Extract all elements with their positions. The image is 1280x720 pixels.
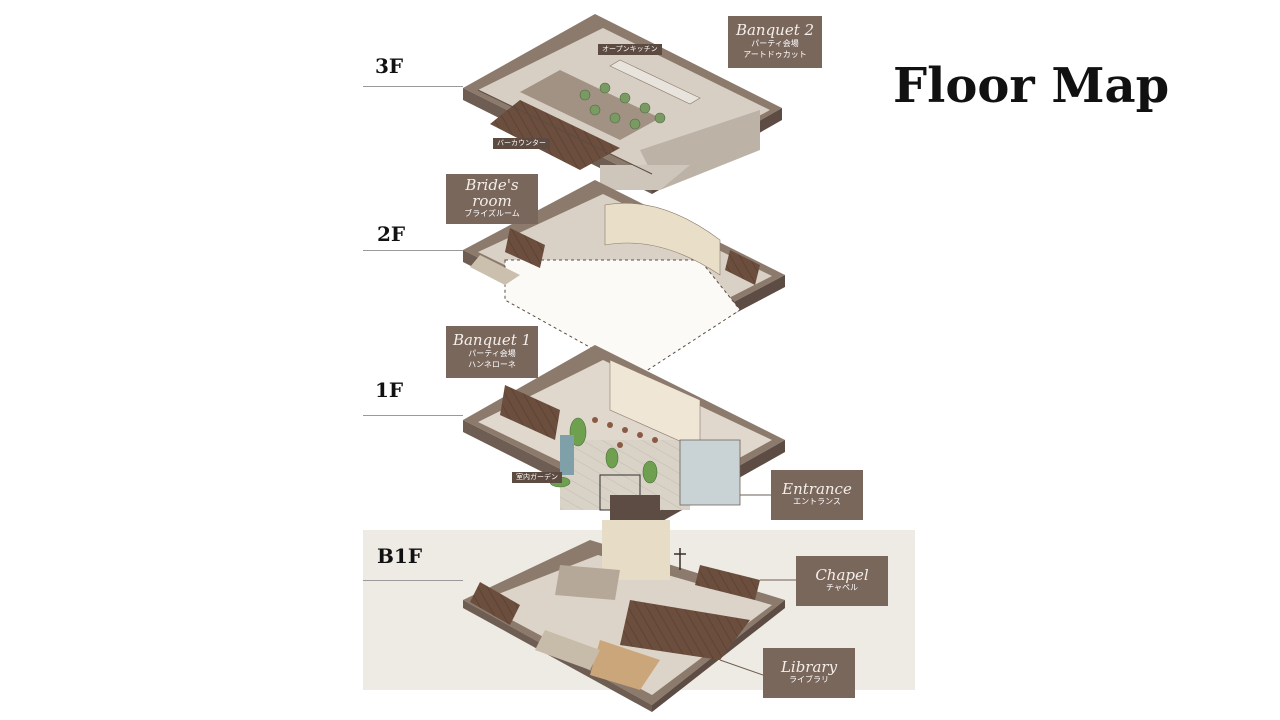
- room-tag-script: Banquet 2: [735, 21, 815, 40]
- room-tag-entrance[interactable]: Entrance エントランス: [771, 470, 863, 520]
- area-label-bar-counter: バーカウンター: [493, 138, 550, 150]
- floor-b1f-illustration: [463, 520, 785, 712]
- room-tag-line: パーティ会場: [751, 39, 799, 49]
- room-tag-line: ライブラリ: [789, 675, 829, 685]
- floor-rule-3f: [363, 86, 463, 87]
- floor-2f-illustration: [463, 180, 785, 376]
- room-tag-line: チャペル: [826, 583, 858, 593]
- room-tag-line: エントランス: [793, 497, 841, 507]
- room-tag-line: ハンネローネ: [468, 359, 516, 369]
- room-tag-line: アートドゥカット: [743, 49, 807, 59]
- room-tag-line: パーティ会場: [468, 349, 516, 359]
- page-title: Floor Map: [893, 58, 1170, 114]
- room-tag-banquet1[interactable]: Banquet 1 パーティ会場 ハンネローネ: [446, 326, 538, 378]
- room-tag-script: Bride's room: [465, 175, 519, 210]
- floor-rule-2f: [363, 250, 463, 251]
- floor-3f-illustration: [463, 14, 782, 194]
- floor-label-3f: 3F: [375, 54, 404, 78]
- floor-1f-illustration: [463, 345, 785, 527]
- room-tag-script: Banquet 1: [452, 331, 532, 350]
- room-tag-script: Entrance: [782, 479, 852, 498]
- room-tag-library[interactable]: Library ライブラリ: [763, 648, 855, 698]
- floor-rule-b1f: [363, 580, 463, 581]
- room-tag-brides-room[interactable]: Bride's room ブライズルーム: [446, 174, 538, 224]
- room-tag-chapel[interactable]: Chapel チャペル: [796, 556, 888, 606]
- area-label-indoor-garden: 室内ガーデン: [512, 472, 562, 484]
- room-tag-line: ブライズルーム: [464, 209, 520, 219]
- room-tag-banquet2[interactable]: Banquet 2 パーティ会場 アートドゥカット: [728, 16, 822, 68]
- floor-rule-1f: [363, 415, 463, 416]
- floor-label-1f: 1F: [375, 378, 404, 402]
- room-tag-script: Library: [780, 657, 838, 676]
- floor-label-b1f: B1F: [377, 544, 423, 568]
- room-tag-script: Chapel: [815, 565, 869, 584]
- area-label-open-kitchen: オープンキッチン: [598, 44, 662, 56]
- floor-label-2f: 2F: [377, 222, 406, 246]
